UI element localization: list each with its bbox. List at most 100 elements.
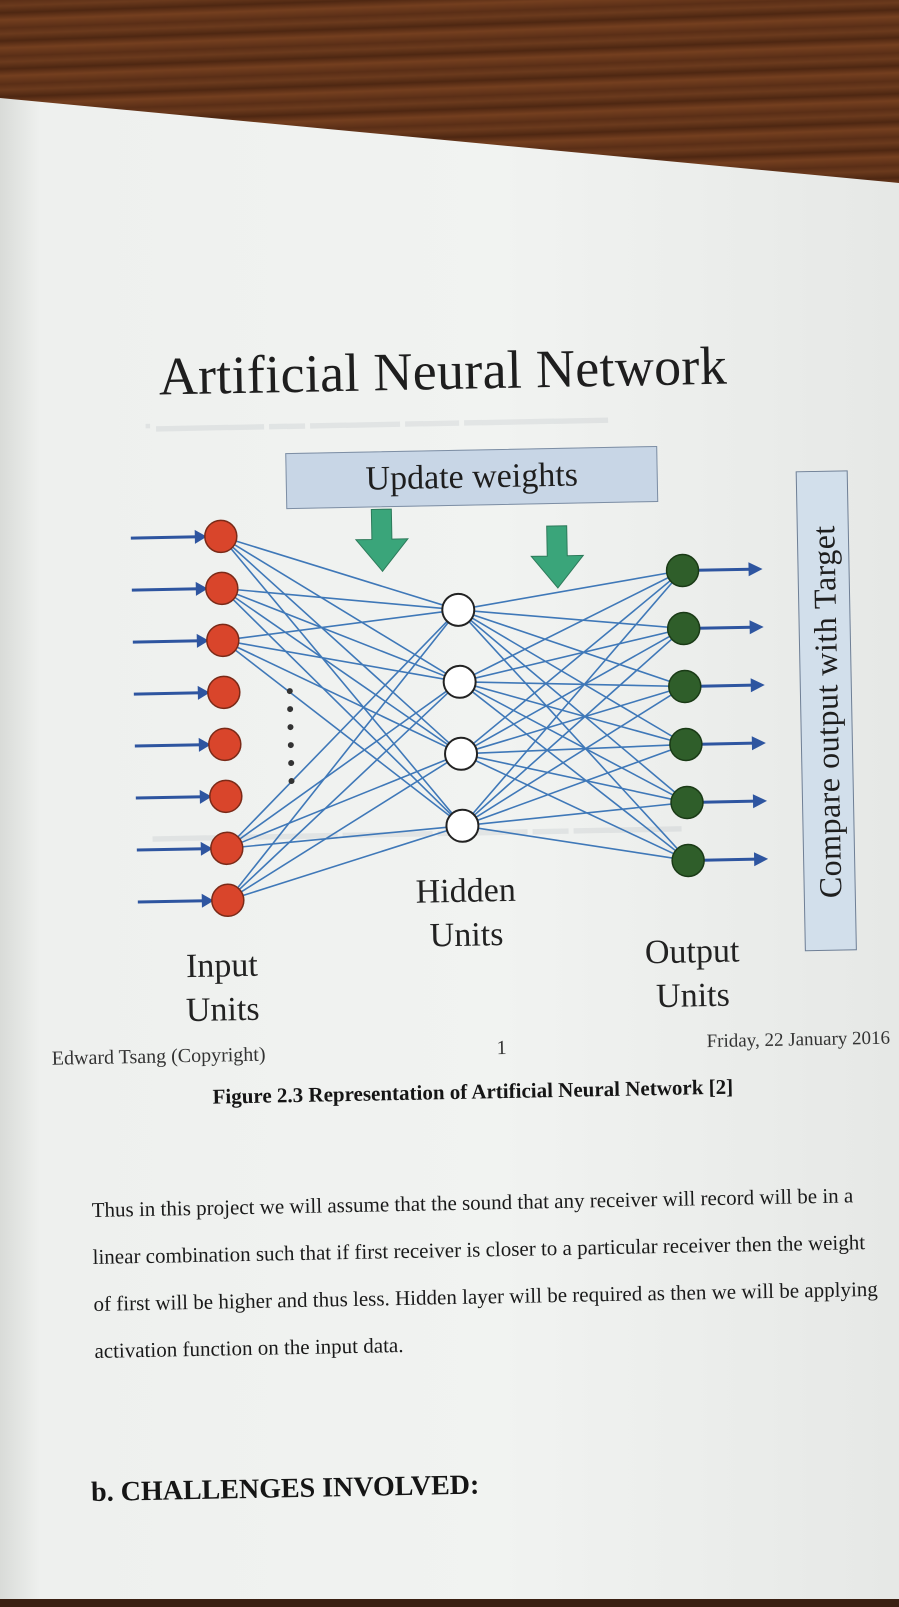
- output-arrow-shaft: [700, 799, 756, 804]
- edge-input-hidden: [222, 639, 462, 755]
- output-units-label: Output Units: [644, 929, 740, 1019]
- update-arrows: [354, 508, 585, 589]
- input-arrow-head-icon: [200, 841, 213, 856]
- input-arrow-head-icon: [197, 685, 210, 700]
- input-arrow-head-icon: [201, 893, 214, 908]
- input-arrow-shaft: [131, 587, 200, 592]
- edge-input-hidden: [221, 587, 463, 827]
- input-arrow-shaft: [132, 639, 201, 644]
- edge-hidden-output: [457, 609, 687, 746]
- bleed-through-text: ▪ ▬▬▬▬▬▬ ▬▬ ▬▬▬▬▬ ▬▬▬ ▬▬▬▬▬▬▬▬: [144, 406, 609, 436]
- edge-hidden-output: [459, 569, 683, 683]
- hidden-unit-node: [441, 592, 476, 627]
- hidden-units-label: Hidden Units: [415, 869, 517, 959]
- output-arrow-shaft: [696, 567, 751, 572]
- output-arrow-head-icon: [748, 562, 763, 577]
- edge-hidden-output: [461, 627, 685, 827]
- input-unit-node: [209, 779, 243, 814]
- edge-input-hidden: [227, 681, 461, 901]
- input-unit-node: [205, 571, 239, 606]
- output-unit-node: [671, 843, 705, 878]
- edge-input-hidden: [226, 753, 462, 850]
- hidden-label-line-1: Hidden: [415, 871, 517, 911]
- output-arrow-head-icon: [751, 736, 766, 751]
- input-units-label: Input Units: [185, 944, 260, 1033]
- input-arrow-shaft: [130, 535, 199, 540]
- input-unit-node: [204, 519, 238, 554]
- edge-input-hidden: [221, 587, 459, 611]
- edge-hidden-output: [459, 681, 688, 804]
- output-arrow-head-icon: [753, 852, 769, 867]
- input-arrow-head-icon: [195, 581, 208, 596]
- edge-hidden-output: [459, 681, 689, 862]
- output-unit-node: [670, 785, 704, 820]
- edge-hidden-output: [459, 681, 687, 746]
- slide-footer-author: Edward Tsang (Copyright): [51, 1043, 266, 1070]
- output-arrow-shaft: [699, 741, 754, 746]
- output-arrow-head-icon: [752, 794, 767, 809]
- edge-input-hidden: [222, 639, 463, 827]
- input-arrow-head-icon: [199, 789, 212, 804]
- output-unit-node: [669, 727, 703, 762]
- edge-input-hidden: [222, 639, 460, 683]
- input-arrow-shaft: [134, 743, 203, 748]
- green-down-arrow-icon: [354, 508, 409, 573]
- input-arrows: [130, 529, 214, 908]
- slide-footer-page-number: 1: [496, 1036, 507, 1060]
- input-unit-node: [208, 727, 242, 762]
- output-arrow-shaft: [702, 857, 757, 862]
- edge-input-hidden: [227, 609, 459, 901]
- edge-input-hidden: [226, 681, 461, 849]
- input-label-line-1: Input: [185, 946, 259, 986]
- edge-hidden-output: [460, 685, 686, 755]
- edge-hidden-output: [457, 609, 689, 861]
- hidden-label-line-2: Units: [429, 916, 504, 955]
- input-arrow-head-icon: [198, 737, 211, 752]
- body-paragraph: Thus in this project we will assume that…: [91, 1183, 879, 1363]
- neural-network-diagram: [130, 508, 769, 918]
- edge-hidden-output: [460, 753, 688, 804]
- edge-hidden-output: [462, 801, 688, 827]
- input-arrow-shaft: [137, 899, 206, 904]
- edge-hidden-output: [461, 685, 686, 827]
- output-unit-node: [668, 669, 702, 704]
- input-arrow-shaft: [133, 691, 202, 696]
- edge-hidden-output: [462, 743, 687, 827]
- output-unit-node: [666, 611, 701, 646]
- green-down-arrow-icon: [530, 525, 585, 589]
- edge-hidden-output: [460, 627, 685, 755]
- input-unit-node: [210, 831, 244, 866]
- edge-input-hidden: [220, 535, 459, 611]
- output-unit-node: [665, 553, 700, 588]
- input-arrow-shaft: [135, 795, 204, 800]
- edge-input-hidden: [226, 824, 463, 850]
- input-unit-node: [211, 883, 245, 918]
- edge-input-hidden: [222, 609, 459, 642]
- edge-hidden-output: [461, 569, 684, 827]
- edge-input-hidden: [220, 535, 461, 683]
- edge-hidden-output: [459, 681, 685, 688]
- hidden-unit-node: [442, 664, 477, 699]
- output-label-line-2: Units: [655, 976, 731, 1016]
- edge-input-hidden: [226, 609, 459, 849]
- output-arrow-shaft: [698, 683, 753, 688]
- input-unit-node: [206, 623, 240, 658]
- edge-input-hidden: [221, 587, 460, 683]
- edge-hidden-output: [461, 743, 686, 755]
- network-nodes: [204, 519, 705, 918]
- output-arrows: [696, 562, 769, 867]
- ellipsis-dots-icon: [286, 688, 295, 785]
- edge-hidden-output: [462, 824, 689, 862]
- slide-footer-date: Friday, 22 January 2016: [706, 1027, 891, 1053]
- edge-hidden-output: [457, 609, 688, 804]
- edge-hidden-output: [458, 569, 683, 611]
- edge-hidden-output: [459, 627, 684, 683]
- compare-output-box: Compare output with Target: [795, 470, 857, 952]
- hidden-unit-node: [444, 736, 479, 771]
- compare-output-label: Compare output with Target: [805, 524, 849, 899]
- figure-caption: Figure 2.3 Representation of Artificial …: [212, 1074, 734, 1109]
- connection-edges: [220, 535, 689, 902]
- edge-hidden-output: [460, 569, 684, 755]
- edge-input-hidden: [227, 825, 463, 902]
